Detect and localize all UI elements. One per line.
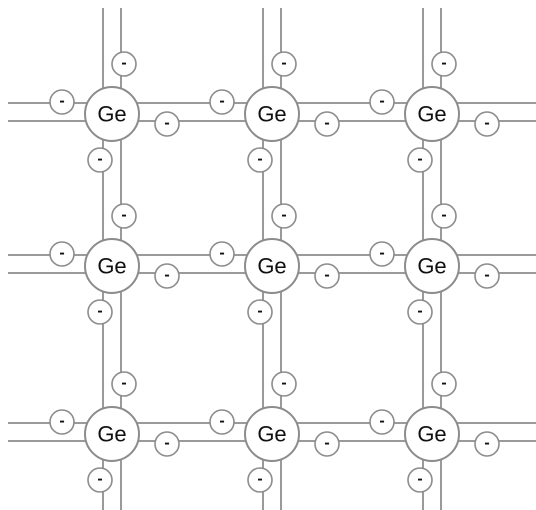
electron-label: - (379, 413, 384, 430)
electron-label: - (484, 115, 489, 132)
ge-atom-r2c3: Ge (404, 238, 460, 294)
electron-label: - (417, 151, 422, 168)
electron-r1c2-1: - (209, 89, 235, 115)
electron-label: - (59, 93, 64, 110)
electron-r2c1-2: - (154, 263, 180, 289)
electron-r1c1-4: - (87, 147, 113, 173)
electron-label: - (417, 303, 422, 320)
electron-r2c3-3: - (431, 203, 457, 229)
electron-label: - (324, 267, 329, 284)
electron-r1c3-3: - (431, 51, 457, 77)
electron-label: - (121, 375, 126, 392)
atom-label: Ge (257, 102, 286, 127)
ge-atom-r3c3: Ge (404, 406, 460, 462)
electron-r3c2-4: - (247, 467, 273, 493)
valence-electrons: - - - - - - - - - - - - - - - - - - - - - - - - - - - - - - - - - - - - (49, 51, 500, 493)
electron-label: - (417, 471, 422, 488)
electron-r1c3-4: - (407, 147, 433, 173)
electron-r3c3-1: - (369, 409, 395, 435)
electron-r2c2-1: - (209, 241, 235, 267)
ge-atom-r2c1: Ge (84, 238, 140, 294)
electron-r2c3-2: - (474, 263, 500, 289)
electron-label: - (219, 93, 224, 110)
electron-label: - (257, 303, 262, 320)
electron-label: - (379, 93, 384, 110)
electron-r3c1-2: - (154, 431, 180, 457)
atom-label: Ge (97, 422, 126, 447)
electron-label: - (281, 375, 286, 392)
electron-label: - (441, 207, 446, 224)
electron-label: - (219, 245, 224, 262)
ge-atom-r3c1: Ge (84, 406, 140, 462)
electron-label: - (121, 55, 126, 72)
electron-r2c1-3: - (111, 203, 137, 229)
electron-r3c2-1: - (209, 409, 235, 435)
electron-label: - (441, 55, 446, 72)
electron-label: - (281, 207, 286, 224)
electron-r3c2-3: - (271, 371, 297, 397)
electron-r3c1-4: - (87, 467, 113, 493)
electron-label: - (97, 303, 102, 320)
electron-r3c3-2: - (474, 431, 500, 457)
electron-label: - (97, 151, 102, 168)
atom-label: Ge (417, 422, 446, 447)
electron-r2c1-1: - (49, 241, 75, 267)
electron-label: - (484, 435, 489, 452)
atom-label: Ge (417, 254, 446, 279)
ge-atom-r1c2: Ge (244, 86, 300, 142)
electron-label: - (324, 115, 329, 132)
electron-label: - (97, 471, 102, 488)
ge-atom-r1c1: Ge (84, 86, 140, 142)
atom-label: Ge (257, 422, 286, 447)
ge-atom-r2c2: Ge (244, 238, 300, 294)
electron-r1c2-2: - (314, 111, 340, 137)
electron-label: - (281, 55, 286, 72)
electron-label: - (59, 413, 64, 430)
electron-r2c2-3: - (271, 203, 297, 229)
electron-r2c1-4: - (87, 299, 113, 325)
electron-label: - (257, 471, 262, 488)
electron-r3c2-2: - (314, 431, 340, 457)
electron-r1c3-1: - (369, 89, 395, 115)
ge-atom-r3c2: Ge (244, 406, 300, 462)
electron-label: - (164, 115, 169, 132)
electron-r1c1-3: - (111, 51, 137, 77)
atom-label: Ge (257, 254, 286, 279)
electron-r2c3-4: - (407, 299, 433, 325)
electron-label: - (379, 245, 384, 262)
electron-r1c2-3: - (271, 51, 297, 77)
ge-atom-r1c3: Ge (404, 86, 460, 142)
electron-r3c1-3: - (111, 371, 137, 397)
electron-label: - (324, 435, 329, 452)
atom-label: Ge (417, 102, 446, 127)
electron-label: - (484, 267, 489, 284)
electron-r3c3-3: - (431, 371, 457, 397)
electron-r1c2-4: - (247, 147, 273, 173)
electron-label: - (441, 375, 446, 392)
electron-r2c3-1: - (369, 241, 395, 267)
electron-r2c2-4: - (247, 299, 273, 325)
electron-label: - (164, 267, 169, 284)
atom-label: Ge (97, 254, 126, 279)
electron-r3c3-4: - (407, 467, 433, 493)
electron-label: - (257, 151, 262, 168)
electron-label: - (164, 435, 169, 452)
electron-r1c3-2: - (474, 111, 500, 137)
electron-r1c1-1: - (49, 89, 75, 115)
electron-label: - (219, 413, 224, 430)
electron-r2c2-2: - (314, 263, 340, 289)
electron-label: - (121, 207, 126, 224)
electron-r1c1-2: - (154, 111, 180, 137)
atom-label: Ge (97, 102, 126, 127)
electron-label: - (59, 245, 64, 262)
electron-r3c1-1: - (49, 409, 75, 435)
